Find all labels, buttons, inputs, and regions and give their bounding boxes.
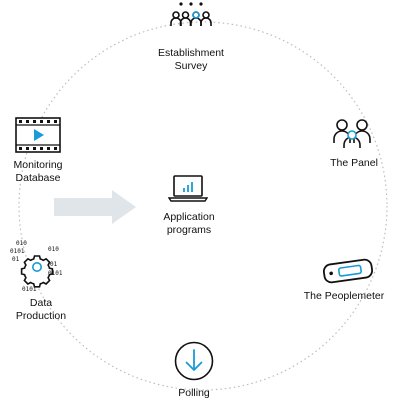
application-programs-label: Application programs [150, 211, 228, 237]
establishment-survey-label: Establishment Survey [151, 47, 231, 73]
establishment-survey-line1: Establishment [158, 47, 224, 59]
binary-text: 01 [12, 256, 20, 263]
polling-label: Polling [178, 387, 210, 399]
download-arrow-icon [174, 341, 214, 381]
monitoring-database-line2: Database [15, 172, 61, 184]
peoplemeter-device-icon [322, 258, 374, 284]
binary-text: 0101 [22, 286, 37, 293]
data-production-label: Data Production [6, 297, 76, 323]
binary-text: 010 [16, 240, 27, 247]
the-panel-label: The Panel [330, 157, 378, 169]
people-group-icon [170, 2, 212, 26]
family-icon [333, 119, 371, 148]
laptop-chart-icon [168, 175, 208, 202]
application-programs-line2: programs [166, 224, 212, 236]
monitoring-database-label: Monitoring Database [0, 159, 76, 185]
the-peoplemeter-label: The Peoplemeter [303, 290, 385, 302]
video-film-icon [15, 117, 61, 153]
data-production-line2: Production [15, 310, 67, 322]
gear-binary-icon: 010 0101 01 010 01 0101 0101 [10, 240, 63, 293]
binary-text: 01 [50, 261, 58, 268]
monitoring-database-line1: Monitoring [13, 159, 63, 171]
application-programs-line1: Application [163, 211, 215, 223]
establishment-survey-line2: Survey [174, 60, 208, 72]
binary-text: 0101 [10, 248, 25, 255]
binary-text: 0101 [48, 270, 63, 277]
data-production-line1: Data [29, 297, 53, 309]
binary-text: 010 [48, 246, 59, 253]
flow-arrow [54, 190, 136, 224]
